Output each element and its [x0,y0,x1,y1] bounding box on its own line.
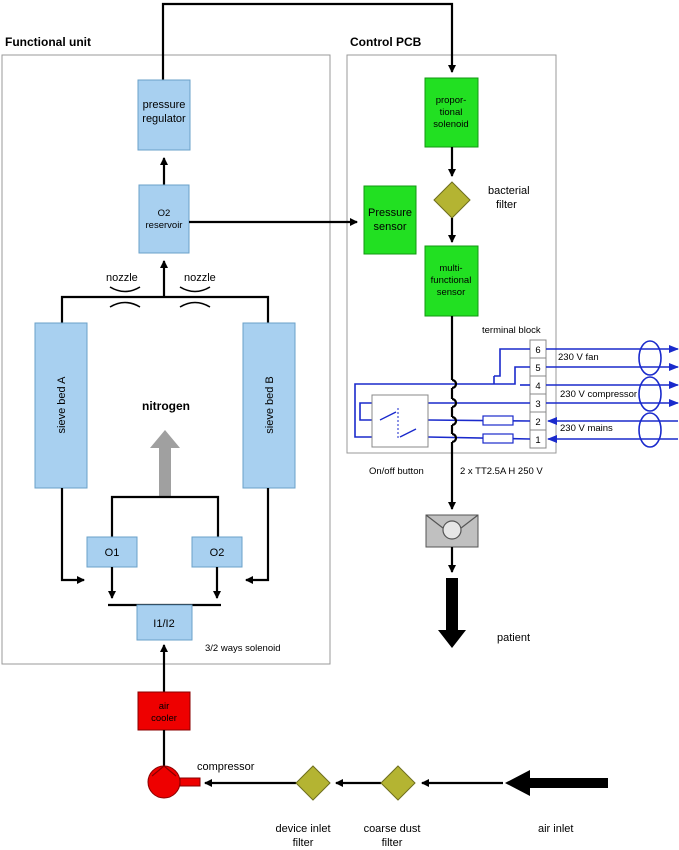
multifunctional-sensor-label-1: multi- [439,263,462,274]
terminal-block-label: terminal block [482,325,541,336]
onoff-label: On/off button [369,466,424,477]
switch-contact-1 [379,411,397,421]
o2-reservoir-label-1: O2 [158,208,171,219]
terminal-5: 5 [535,363,540,374]
fan-cable-sleeve [638,340,662,376]
sieve-bed-a-label: sieve bed A [56,376,68,434]
coarse-dust-filter-label-1: coarse dust [364,823,421,835]
mains-label: 230 V mains [560,423,613,434]
terminal-3: 3 [535,399,540,410]
onoff-switch-frame [371,394,429,448]
compressor-inlet-port [179,777,201,787]
nozzle-right-symbol [179,286,211,308]
proportional-solenoid-label-1: propor- [436,95,467,106]
o1-valve-block [86,536,138,568]
nozzle-left-label: nozzle [106,272,138,284]
fan-label: 230 V fan [558,352,599,363]
compressor-cable-sleeve [638,376,662,412]
device-inlet-filter-label-2: filter [293,837,314,849]
multifunctional-sensor-label-3: sensor [437,287,466,298]
functional-unit-frame [1,54,331,665]
oxygen-outlet-line [448,316,458,510]
pressure-regulator-label-2: regulator [142,113,186,125]
compressor-symbol [147,765,181,799]
compressor-inner-mark [151,765,177,777]
nozzle-left-symbol [109,286,141,308]
o2-label: O2 [210,547,225,559]
fuse-2 [482,433,514,444]
pressure-sensor-block [363,185,417,255]
bacterial-filter-symbol [433,181,471,219]
compressor-label: compressor [197,761,255,773]
i1i2-label: I1/I2 [153,618,174,630]
nozzle-manifold-line [60,295,270,323]
multifunctional-sensor-block [424,245,479,317]
device-inlet-filter-symbol [295,765,331,801]
fan-supply-wire [494,348,530,377]
terminal-6: 6 [535,345,540,356]
wiring [354,340,679,448]
compressor-supply-wire [359,402,530,421]
pressure-sensor-label-2: sensor [373,221,406,233]
patient-label: patient [497,632,530,644]
wire-crossover-hop [451,415,458,427]
sieve-a-bottom-line [60,488,85,584]
switch-to-terminal-1-wire [427,436,531,440]
functional-unit-title: Functional unit [5,35,91,49]
air-cooler-label-1: air [159,701,170,712]
solenoid-label: 3/2 ways solenoid [205,643,281,654]
multifunctional-sensor-label-2: functional [431,275,472,286]
o2-valve-block [191,536,243,568]
o2-reservoir-block [138,184,190,254]
sieve-b-bottom-line [245,488,270,584]
air-cooler-label-2: cooler [151,713,177,724]
i1i2-solenoid-block [136,604,193,641]
control-pcb-title: Control PCB [350,35,422,49]
switch-contact-2 [399,428,417,438]
proportional-solenoid-block [424,77,479,148]
nitrogen-exhaust-arrow [150,430,180,496]
outlet-valve-ball [442,520,462,540]
sieve-bed-b-block [242,322,296,489]
air-inlet-label: air inlet [538,823,573,835]
pressure-regulator-block [137,79,191,151]
proportional-solenoid-label-3: solenoid [433,119,468,130]
patient-arrow [438,578,466,648]
terminal-2: 2 [535,417,540,428]
wire-crossover-hop [451,378,458,390]
o1-label: O1 [105,547,120,559]
nitrogen-label: nitrogen [142,399,190,413]
wire-crossover-hop [451,397,458,409]
terminal-4: 4 [535,381,540,392]
sieve-bed-a-block [34,322,88,489]
air-inlet-arrow [505,770,608,796]
bacterial-filter-label-2: filter [496,199,517,211]
mains-cable-sleeve [638,412,662,448]
bacterial-filter-label-1: bacterial [488,185,530,197]
switch-to-terminal-2-wire [427,419,531,422]
fuse-1 [482,415,514,426]
coarse-dust-filter-label-2: filter [382,837,403,849]
pressure-sensor-label-1: Pressure [368,207,412,219]
sieve-bed-b-label: sieve bed B [264,376,276,433]
compressor-wire-label: 230 V compressor [560,389,637,400]
terminal-1: 1 [535,435,540,446]
nozzle-right-label: nozzle [184,272,216,284]
exhaust-valve-link [110,495,220,537]
device-inlet-filter-label-1: device inlet [275,823,330,835]
wire-crossover-hop [451,432,458,444]
fuses-label: 2 x TT2.5A H 250 V [460,466,543,477]
pressure-regulator-label-1: pressure [143,99,186,111]
fan-return-wire [354,366,530,438]
proportional-solenoid-label-2: tional [440,107,463,118]
top-flow-line [161,2,456,80]
coarse-dust-filter-symbol [380,765,416,801]
o2-reservoir-label-2: reservoir [146,220,183,231]
